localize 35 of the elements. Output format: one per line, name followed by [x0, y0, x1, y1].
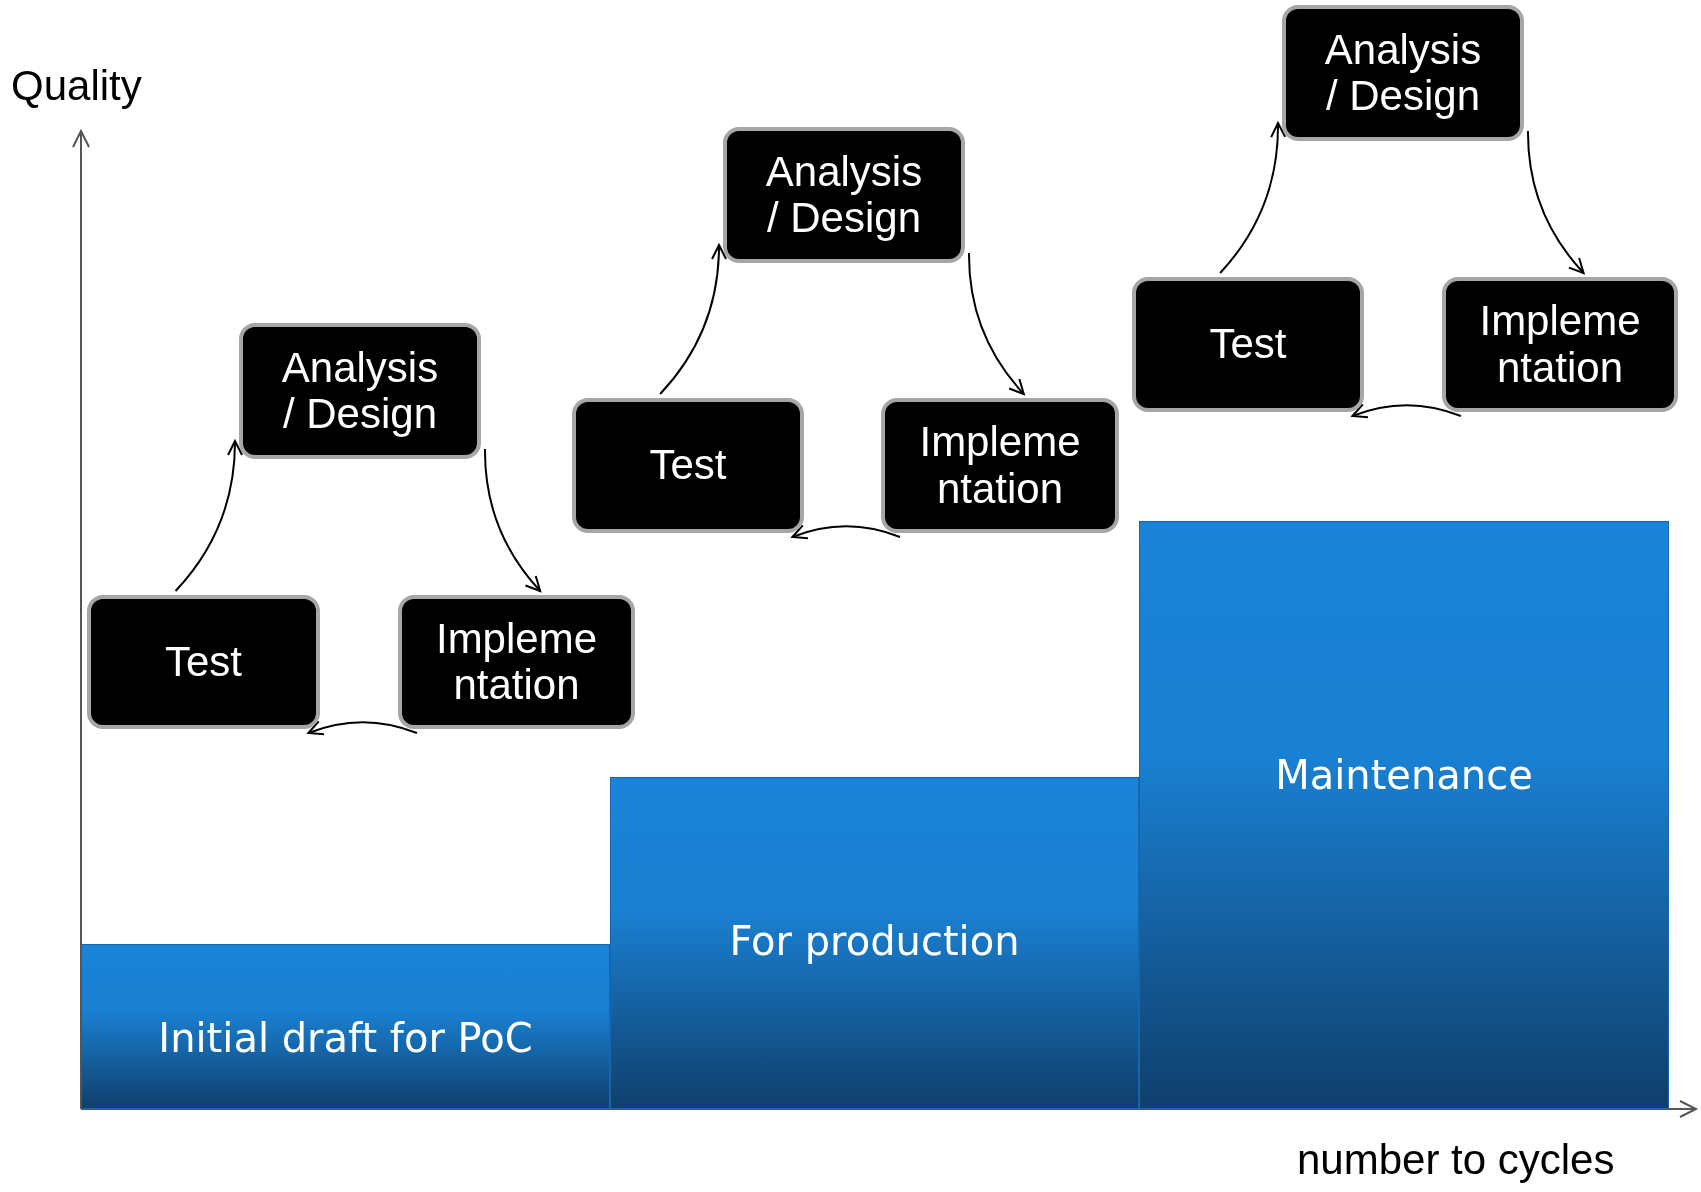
phase-box — [1442, 277, 1678, 412]
phase-box — [1132, 277, 1364, 412]
phase-label: Impleme ntation — [918, 419, 1082, 512]
phase-label: Analysis / Design — [280, 344, 440, 438]
cycle-arrow — [659, 244, 727, 395]
cycle-arrow — [484, 448, 542, 592]
x-axis-label: number to cycles — [1297, 1136, 1615, 1184]
cycle-arrow — [968, 252, 1025, 395]
stage-label: Maintenance — [1275, 752, 1533, 798]
phase-box — [239, 323, 481, 459]
phase-label: Test — [1209, 321, 1287, 368]
phase-box — [398, 595, 635, 729]
phase-label: Test — [165, 638, 242, 686]
cycle-arrow — [791, 524, 902, 540]
phase-box — [87, 595, 320, 729]
stage-bar — [610, 777, 1139, 1109]
stage-bar — [1139, 521, 1669, 1109]
phase-box — [1282, 5, 1524, 141]
stage-label: Initial draft for PoC — [158, 1015, 533, 1061]
phase-label: Analysis / Design — [1323, 26, 1483, 120]
cycle-arrow — [1219, 122, 1286, 274]
phase-label: Test — [649, 442, 727, 489]
cycle-arrow — [307, 720, 418, 736]
y-axis-label: Quality — [11, 62, 142, 110]
phase-box — [572, 398, 804, 533]
phase-box — [881, 398, 1119, 533]
phase-label: Impleme ntation — [1478, 298, 1642, 391]
cycle-arrow — [174, 440, 243, 592]
phase-label: Analysis / Design — [764, 148, 924, 242]
stage-label: For production — [729, 918, 1020, 964]
stage-bar — [81, 944, 610, 1109]
phase-label: Impleme ntation — [434, 615, 599, 709]
cycle-arrow — [1351, 403, 1462, 419]
cycle-arrow — [1527, 130, 1585, 274]
phase-box — [723, 127, 965, 263]
